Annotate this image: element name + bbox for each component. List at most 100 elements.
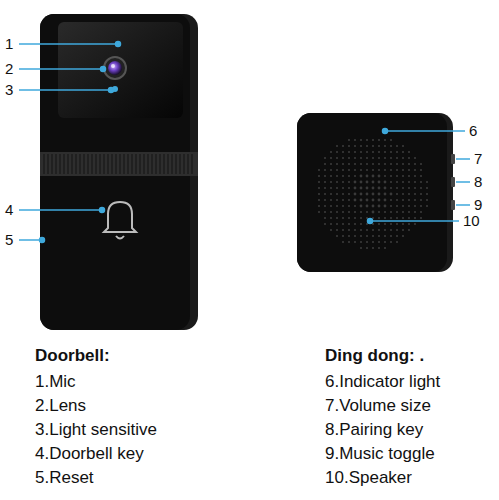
speaker-hole xyxy=(324,223,326,225)
leader-line xyxy=(19,43,118,45)
speaker-hole xyxy=(354,163,356,165)
speaker-hole xyxy=(390,193,393,196)
speaker-hole xyxy=(342,229,344,231)
callout-number: 3 xyxy=(5,81,13,99)
callout-number: 5 xyxy=(5,231,13,249)
speaker-hole xyxy=(408,163,410,165)
speaker-hole xyxy=(336,193,338,195)
part-label: 6.Indicator light xyxy=(325,372,440,392)
speaker-hole xyxy=(378,205,381,208)
speaker-hole xyxy=(396,211,398,213)
speaker-hole xyxy=(372,211,375,214)
leader-line xyxy=(456,158,470,160)
leader-dot xyxy=(116,42,121,47)
leader-dot xyxy=(368,219,373,224)
speaker-hole xyxy=(366,157,368,159)
speaker-hole xyxy=(366,175,369,178)
speaker-hole xyxy=(336,229,338,231)
speaker-hole xyxy=(396,223,398,225)
speaker-hole xyxy=(360,235,362,237)
speaker-hole xyxy=(354,145,356,147)
speaker-hole xyxy=(330,217,332,219)
speaker-hole xyxy=(414,205,416,207)
grille-slot xyxy=(127,154,129,174)
speaker-hole xyxy=(384,211,386,213)
speaker-hole xyxy=(384,145,386,147)
speaker-hole xyxy=(348,175,350,177)
speaker-hole xyxy=(408,211,410,213)
speaker-hole xyxy=(378,235,380,237)
speaker-hole xyxy=(408,181,410,183)
speaker-hole xyxy=(336,211,338,213)
speaker-hole xyxy=(414,181,416,183)
speaker-hole xyxy=(384,247,386,249)
grille-texture xyxy=(44,154,192,174)
speaker-hole xyxy=(366,139,368,141)
speaker-hole xyxy=(402,157,404,159)
speaker-hole xyxy=(360,181,363,184)
speaker-hole xyxy=(366,229,368,231)
speaker-hole xyxy=(402,235,404,237)
speaker-hole xyxy=(354,235,356,237)
speaker-hole xyxy=(396,145,398,147)
speaker-hole xyxy=(348,205,350,207)
speaker-hole xyxy=(372,229,374,231)
speaker-hole xyxy=(384,241,386,243)
grille-slot xyxy=(79,154,81,174)
speaker-hole xyxy=(366,211,368,213)
speaker-hole xyxy=(324,217,326,219)
speaker-hole xyxy=(402,187,404,189)
speaker-hole xyxy=(366,145,368,147)
speaker-hole xyxy=(330,223,332,225)
grille-slot xyxy=(83,154,85,174)
grille-slot xyxy=(51,154,53,174)
speaker-hole xyxy=(342,157,344,159)
speaker-hole xyxy=(408,157,410,159)
doorbell-body xyxy=(40,14,198,330)
speaker-hole xyxy=(396,229,398,231)
speaker-holes xyxy=(318,139,428,249)
speaker-hole xyxy=(396,205,398,207)
speaker-hole xyxy=(396,175,398,177)
grille-slot xyxy=(131,154,133,174)
speaker-hole xyxy=(390,175,392,177)
speaker-hole xyxy=(414,163,416,165)
grille-slot xyxy=(187,154,189,174)
speaker-hole xyxy=(354,229,356,231)
grille-slot xyxy=(99,154,101,174)
speaker-hole xyxy=(354,181,357,184)
speaker-hole xyxy=(402,169,404,171)
grille-slot xyxy=(151,154,153,174)
speaker-hole xyxy=(420,193,422,195)
speaker-hole xyxy=(342,217,344,219)
speaker-hole xyxy=(402,163,404,165)
speaker-hole xyxy=(318,175,320,177)
speaker-hole xyxy=(420,169,422,171)
speaker-hole xyxy=(354,205,356,207)
speaker-hole xyxy=(336,163,338,165)
speaker-hole xyxy=(396,151,398,153)
speaker-hole xyxy=(372,145,374,147)
speaker-hole xyxy=(354,217,356,219)
speaker-hole xyxy=(366,199,369,202)
speaker-hole xyxy=(408,229,410,231)
leader-dot xyxy=(100,208,105,213)
speaker-hole xyxy=(408,223,410,225)
speaker-hole xyxy=(324,187,326,189)
speaker-hole xyxy=(342,145,344,147)
speaker-hole xyxy=(354,223,356,225)
speaker-hole xyxy=(372,241,374,243)
speaker-hole xyxy=(360,157,362,159)
chime-button xyxy=(451,200,455,210)
speaker-hole xyxy=(354,139,356,141)
grille-slot xyxy=(135,154,137,174)
speaker-hole xyxy=(420,163,422,165)
speaker-hole xyxy=(378,199,381,202)
speaker-hole xyxy=(378,247,380,249)
speaker-hole xyxy=(330,211,332,213)
speaker-hole xyxy=(384,205,387,208)
speaker-hole xyxy=(348,211,350,213)
speaker-hole xyxy=(336,187,338,189)
leader-line xyxy=(19,68,103,70)
speaker-hole xyxy=(384,223,386,225)
